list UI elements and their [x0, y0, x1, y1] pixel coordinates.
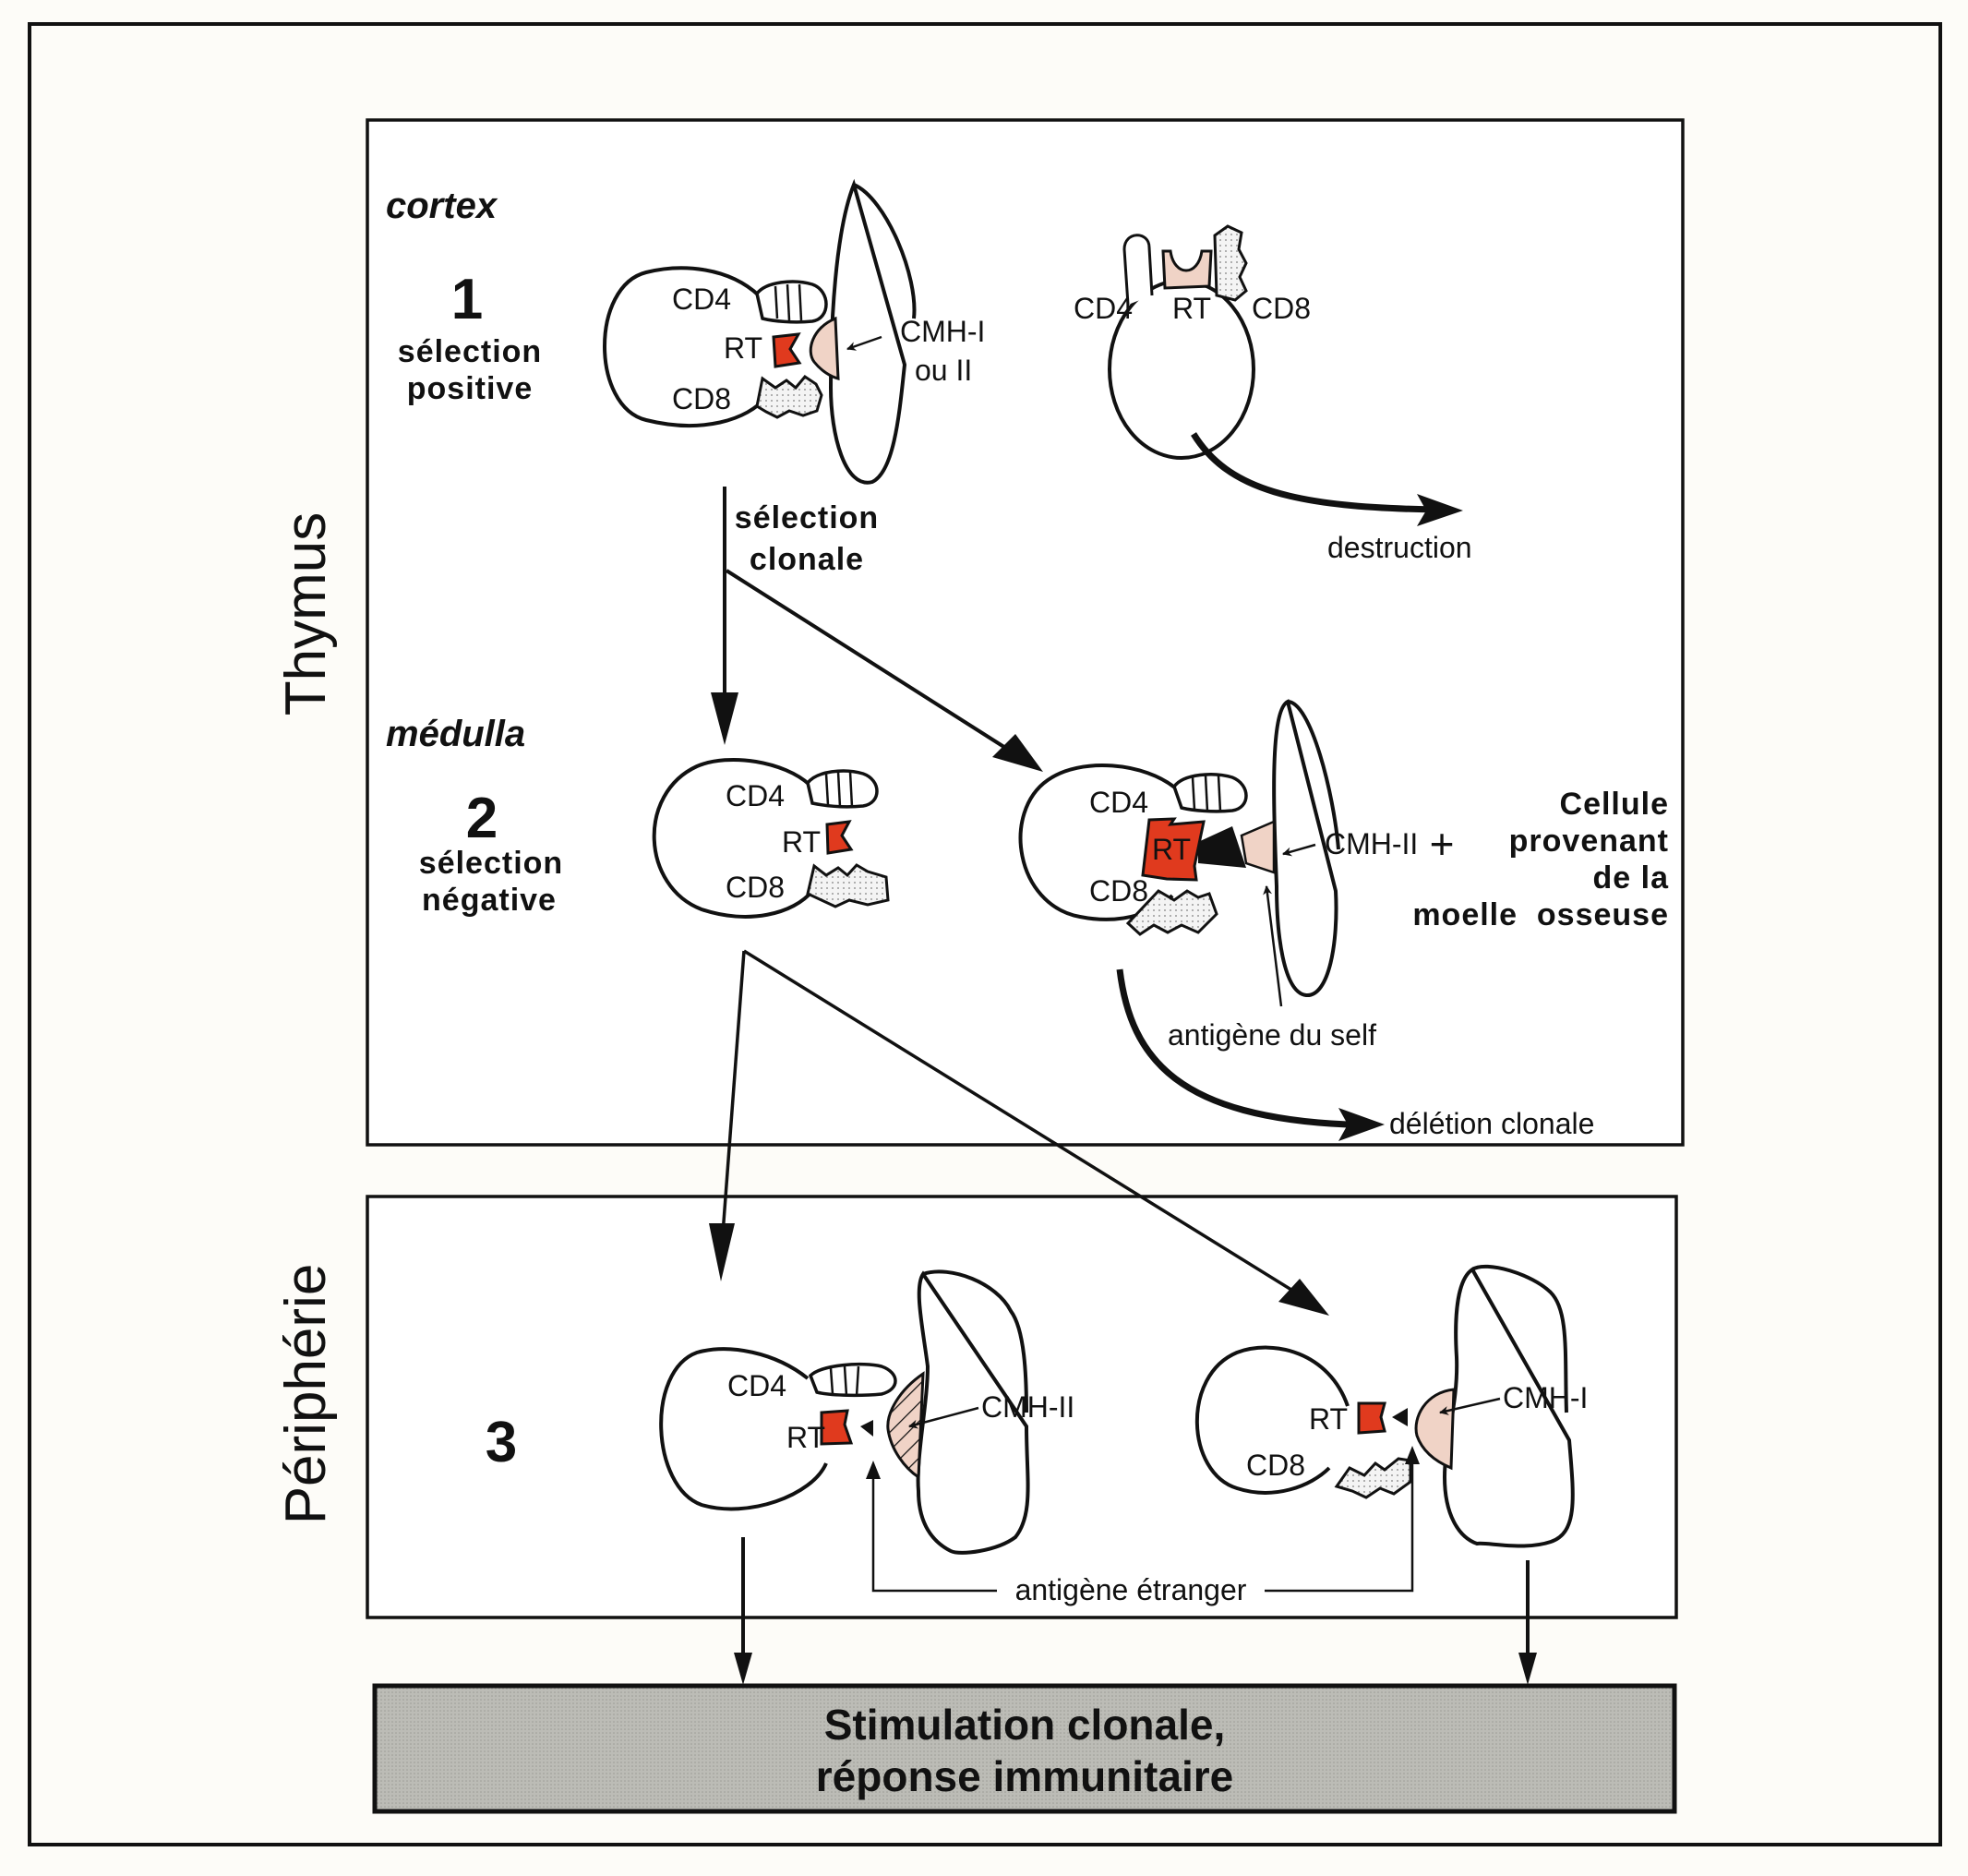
rt-label: RT: [1309, 1402, 1348, 1436]
cd4-label: CD4: [727, 1369, 786, 1402]
outer-frame: [28, 22, 1942, 1846]
cd8-label: CD8: [1252, 292, 1311, 325]
cortical-epithelial-cell: [828, 178, 917, 485]
arrow-head: [734, 1653, 752, 1685]
arrow-head: [709, 1223, 735, 1281]
mhc-ii-molecule: [886, 1371, 925, 1480]
cd8-label: CD8: [1089, 874, 1148, 908]
rt-label: RT: [724, 331, 762, 365]
rt-label: RT: [786, 1421, 825, 1454]
clonal-selection-label: clonale: [750, 542, 864, 577]
step-1-number: 1: [451, 268, 483, 331]
bone-marrow-label: moelle osseuse: [1412, 897, 1669, 932]
arrow-head: [1518, 1653, 1537, 1685]
destruction-arrow: [1191, 432, 1441, 514]
mhc-ii-label: CMH-II: [1325, 827, 1418, 860]
step-1-label: sélection: [398, 334, 542, 369]
bone-marrow-label: provenant: [1509, 824, 1669, 859]
step-2-number: 2: [466, 787, 498, 850]
self-antigen-label: antigène du self: [1168, 1018, 1376, 1052]
cortex-t-cell: [603, 266, 828, 427]
periphery-box: [366, 1195, 1678, 1619]
outcome-text: réponse immunitaire: [816, 1752, 1233, 1800]
unbound-t-cell: [1108, 224, 1255, 460]
cd4-label: CD4: [672, 283, 731, 316]
mhc-ii-label: CMH-II: [981, 1390, 1074, 1424]
tcr-receptor: [772, 332, 802, 368]
cd4-label: CD4: [1089, 786, 1148, 819]
outcome-text: Stimulation clonale,: [824, 1701, 1226, 1749]
cd8-label: CD8: [1246, 1449, 1305, 1482]
cd8-coreceptor: [755, 375, 823, 419]
step-2-label: sélection: [419, 846, 563, 881]
plus-sign: +: [1430, 820, 1455, 868]
zone-cortex: cortex: [386, 186, 498, 226]
clonal-selection-label: sélection: [735, 500, 879, 535]
cd8-label: CD8: [726, 871, 785, 904]
cd4-label: CD4: [1074, 292, 1133, 325]
foreign-antigen-connector: [871, 1466, 997, 1593]
cd8-label: CD8: [672, 382, 731, 415]
destruction-label: destruction: [1327, 531, 1472, 564]
cd4-coreceptor: [755, 280, 828, 324]
clonal-deletion-label: délétion clonale: [1389, 1107, 1594, 1140]
deletion-arrow: [1116, 968, 1349, 1128]
arrow-head: [711, 692, 738, 745]
rt-label: RT: [1152, 833, 1191, 866]
arrow-head: [992, 734, 1043, 772]
periphery-cd4-t-cell: [659, 1347, 897, 1511]
bone-marrow-label: de la: [1593, 860, 1670, 896]
foreign-antigen-label: antigène étranger: [1015, 1573, 1247, 1606]
mhc-i-label: CMH-I: [1503, 1381, 1588, 1414]
periphery-label: Périphérie: [274, 1264, 338, 1525]
mhc-label: CMH-I: [900, 315, 985, 348]
apc-cell: [916, 1269, 1030, 1555]
mhc-ii-molecule: [1240, 820, 1276, 874]
step-1-label: positive: [407, 371, 533, 406]
bone-marrow-cell: [1272, 699, 1340, 997]
bone-marrow-label: Cellule: [1560, 787, 1669, 822]
arrow-head: [1278, 1279, 1329, 1316]
step-2-label: négative: [422, 883, 557, 918]
mhc-label: ou II: [915, 354, 972, 387]
zone-medulla: médulla: [386, 714, 525, 754]
outcome-box[interactable]: [372, 1683, 1677, 1814]
mhc-molecule: [809, 316, 840, 380]
thymus-box: [366, 118, 1685, 1147]
apc-cell: [1442, 1264, 1575, 1548]
thymus-label: Thymus: [274, 512, 338, 716]
rt-label: RT: [782, 825, 821, 859]
step-3-number: 3: [486, 1411, 517, 1474]
medulla-t-cell-surviving: [652, 757, 890, 919]
cd4-label: CD4: [726, 779, 785, 812]
rt-label: RT: [1172, 292, 1211, 325]
periphery-cd8-t-cell: [1194, 1345, 1412, 1499]
medulla-t-cell-deleted: [1018, 764, 1248, 936]
